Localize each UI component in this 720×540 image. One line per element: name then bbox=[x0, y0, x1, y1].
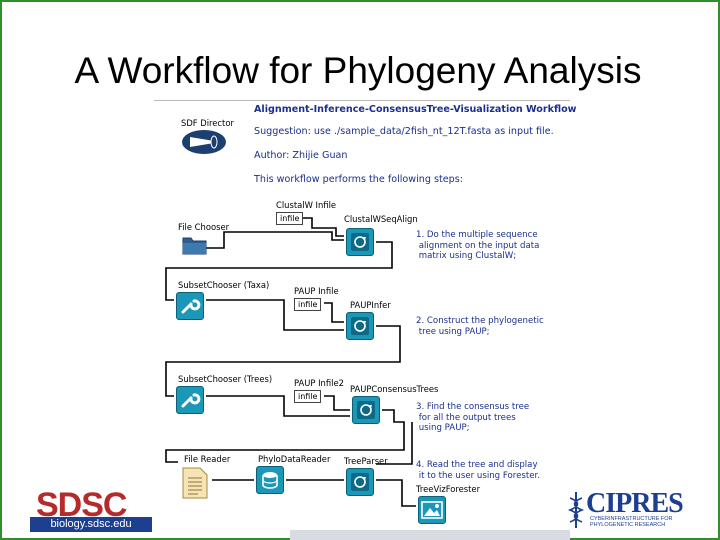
step-3-note: 3. Find the consensus tree for all the o… bbox=[416, 402, 530, 434]
file-chooser-label: File Chooser bbox=[178, 222, 230, 232]
wire-treeparser-forester bbox=[376, 479, 416, 507]
document-icon[interactable] bbox=[180, 466, 210, 500]
sdsc-url: biology.sdsc.edu bbox=[30, 517, 152, 532]
wire-clustal-subsettaxa bbox=[165, 241, 393, 301]
subset-chooser-taxa-actor[interactable] bbox=[176, 292, 204, 320]
cipres-caduceus-icon bbox=[567, 492, 585, 528]
paup-infer-actor[interactable] bbox=[346, 312, 374, 340]
paup-infile2-label: PAUP Infile2 bbox=[294, 378, 344, 388]
step-1-note: 1. Do the multiple sequence alignment on… bbox=[416, 230, 540, 262]
paup-infile2-port[interactable]: infile bbox=[294, 390, 322, 403]
tree-viz-forester-label: TreeVizForester bbox=[416, 484, 481, 494]
tree-parser-label: TreeParser bbox=[344, 456, 388, 466]
refresh-icon bbox=[351, 233, 369, 251]
wire-paupinfile-paupinfer bbox=[324, 302, 344, 323]
refresh-icon bbox=[351, 317, 369, 335]
clustalw-infile-label: ClustalW Infile bbox=[276, 200, 337, 210]
folder-icon[interactable] bbox=[182, 234, 208, 256]
clustalw-infile-port[interactable]: infile bbox=[276, 212, 304, 225]
file-reader-label: File Reader bbox=[184, 454, 231, 464]
step-2-note: 2. Construct the phylogenetic tree using… bbox=[416, 316, 544, 337]
paup-infer-label: PAUPInfer bbox=[350, 300, 391, 310]
subset-chooser-trees-label: SubsetChooser (Trees) bbox=[178, 374, 273, 384]
wire-subsettrees-consensus bbox=[206, 395, 350, 417]
workflow-author: Author: Zhijie Guan bbox=[254, 150, 348, 161]
wire-paupinfer-subsettrees bbox=[165, 325, 401, 397]
paup-infile-label: PAUP Infile bbox=[294, 286, 339, 296]
phylo-data-reader-label: PhyloDataReader bbox=[258, 454, 331, 464]
wire-paupinfile2-consensus bbox=[324, 395, 350, 411]
clustalw-seqalign-actor[interactable] bbox=[346, 228, 374, 256]
workflow-connections bbox=[165, 217, 416, 507]
director-icon[interactable] bbox=[180, 128, 230, 156]
paup-infile-port[interactable]: infile bbox=[294, 298, 322, 311]
workflow-canvas: Alignment-Inference-ConsensusTree-Visual… bbox=[154, 100, 577, 540]
slide-title: A Workflow for Phylogeny Analysis bbox=[74, 50, 642, 91]
refresh-icon bbox=[351, 473, 369, 491]
director-label: SDF Director bbox=[181, 118, 234, 128]
subset-chooser-trees-actor[interactable] bbox=[176, 386, 204, 414]
wire-consensus-treeparser bbox=[376, 422, 413, 465]
tree-parser-actor[interactable] bbox=[346, 468, 374, 496]
image-icon bbox=[421, 501, 443, 519]
phylo-data-reader-actor[interactable] bbox=[256, 466, 284, 494]
database-icon bbox=[262, 472, 278, 489]
wrench-icon bbox=[181, 393, 201, 408]
step-4-note: 4. Read the tree and display it to the u… bbox=[416, 460, 540, 481]
workflow-title: Alignment-Inference-ConsensusTree-Visual… bbox=[254, 104, 577, 115]
paup-consensus-label: PAUPConsensusTrees bbox=[350, 384, 439, 394]
tree-viz-forester-actor[interactable] bbox=[418, 496, 446, 524]
paup-consensus-actor[interactable] bbox=[352, 396, 380, 424]
canvas-scrollbar[interactable] bbox=[290, 530, 570, 540]
workflow-description: This workflow performs the following ste… bbox=[254, 174, 463, 185]
cipres-subtitle: CYBERINFRASTRUCTURE FOR PHYLOGENETIC RES… bbox=[590, 516, 673, 528]
wire-filechooser-clustal bbox=[206, 231, 344, 249]
wire-subsettaxa-paupinfer bbox=[206, 299, 344, 331]
workflow-suggestion: Suggestion: use ./sample_data/2fish_nt_1… bbox=[254, 126, 554, 137]
wrench-icon bbox=[181, 299, 201, 314]
clustalw-seqalign-label: ClustalWSeqAlign bbox=[344, 214, 418, 224]
subset-chooser-taxa-label: SubsetChooser (Taxa) bbox=[178, 280, 270, 290]
wire-consensus-down bbox=[165, 409, 405, 463]
cipres-logo: CIPRES bbox=[586, 488, 684, 519]
canvas-border bbox=[154, 100, 570, 101]
wire-clustalinfile-clustal bbox=[302, 217, 344, 237]
refresh-icon bbox=[357, 401, 375, 419]
